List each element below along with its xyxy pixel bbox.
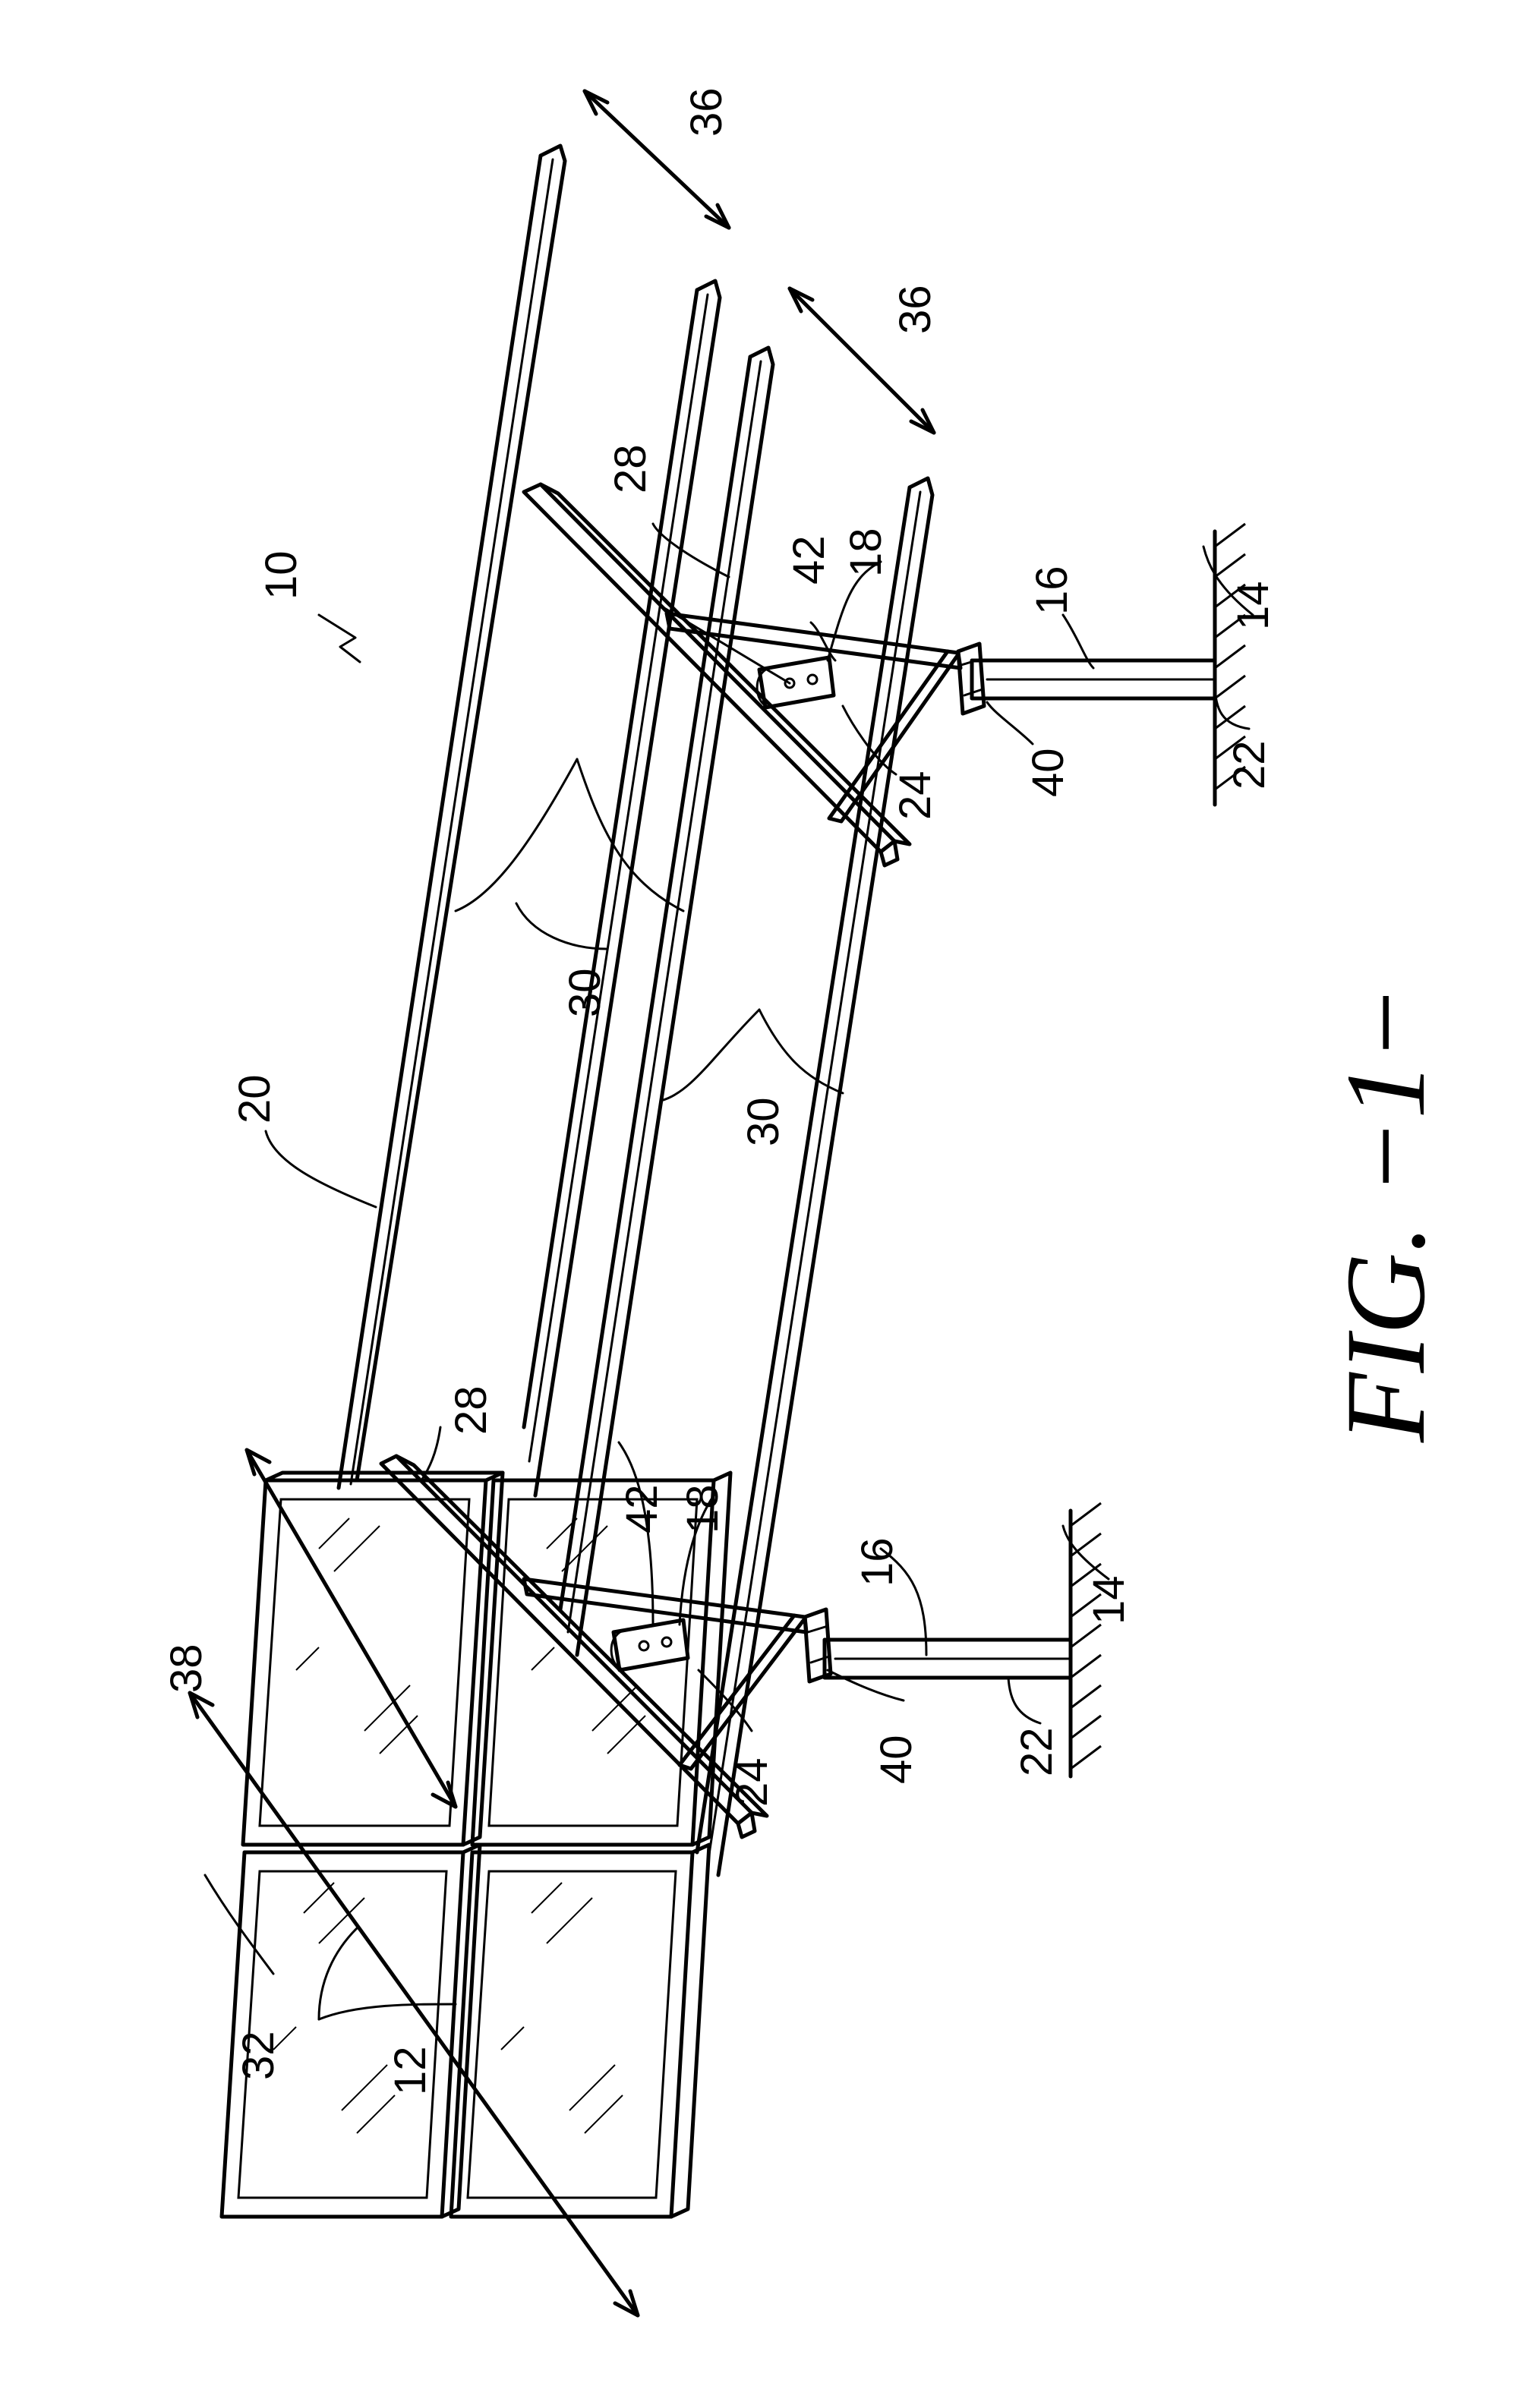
label-36-upper: 36 [682, 87, 731, 137]
label-18-upper: 18 [841, 528, 891, 577]
label-42-lower: 42 [617, 1484, 667, 1533]
label-38: 38 [162, 1644, 211, 1693]
panel-2 [222, 1845, 480, 2217]
label-24-lower: 24 [727, 1757, 777, 1807]
rail-4 [697, 478, 932, 1875]
label-24-upper: 24 [891, 771, 940, 820]
label-28-upper: 28 [606, 444, 655, 493]
label-16-lower: 16 [853, 1537, 902, 1587]
label-12: 12 [386, 2046, 435, 2095]
ground-lower [1071, 1503, 1101, 1776]
label-14-upper: 14 [1229, 581, 1278, 630]
rail-1 [339, 146, 565, 1488]
label-18-lower: 18 [678, 1484, 727, 1533]
label-30-lower: 30 [739, 1097, 788, 1146]
label-22-upper: 22 [1225, 740, 1274, 790]
figure-caption: FIG. −1− [1323, 985, 1449, 1443]
label-28-lower: 28 [446, 1385, 496, 1435]
label-10: 10 [257, 550, 306, 600]
reference-numerals: 36 36 28 42 18 16 14 10 22 40 24 20 30 3… [162, 87, 1278, 2095]
brace-lower [524, 1579, 806, 1769]
label-42-upper: 42 [784, 535, 834, 585]
post-upper [757, 644, 1215, 714]
label-14-lower: 14 [1084, 1575, 1134, 1625]
label-20: 20 [230, 1074, 279, 1124]
label-40-upper: 40 [1024, 748, 1073, 797]
label-22-lower: 22 [1012, 1727, 1061, 1776]
panel-1 [243, 1473, 503, 1845]
rails [339, 146, 932, 1875]
label-36-lower: 36 [891, 285, 940, 334]
label-30-upper: 30 [560, 968, 610, 1017]
label-40-lower: 40 [872, 1735, 921, 1784]
dimension-38 [247, 1450, 456, 1807]
label-32: 32 [234, 2031, 283, 2080]
label-16-upper: 16 [1027, 566, 1077, 615]
panel-4 [451, 1845, 709, 2217]
